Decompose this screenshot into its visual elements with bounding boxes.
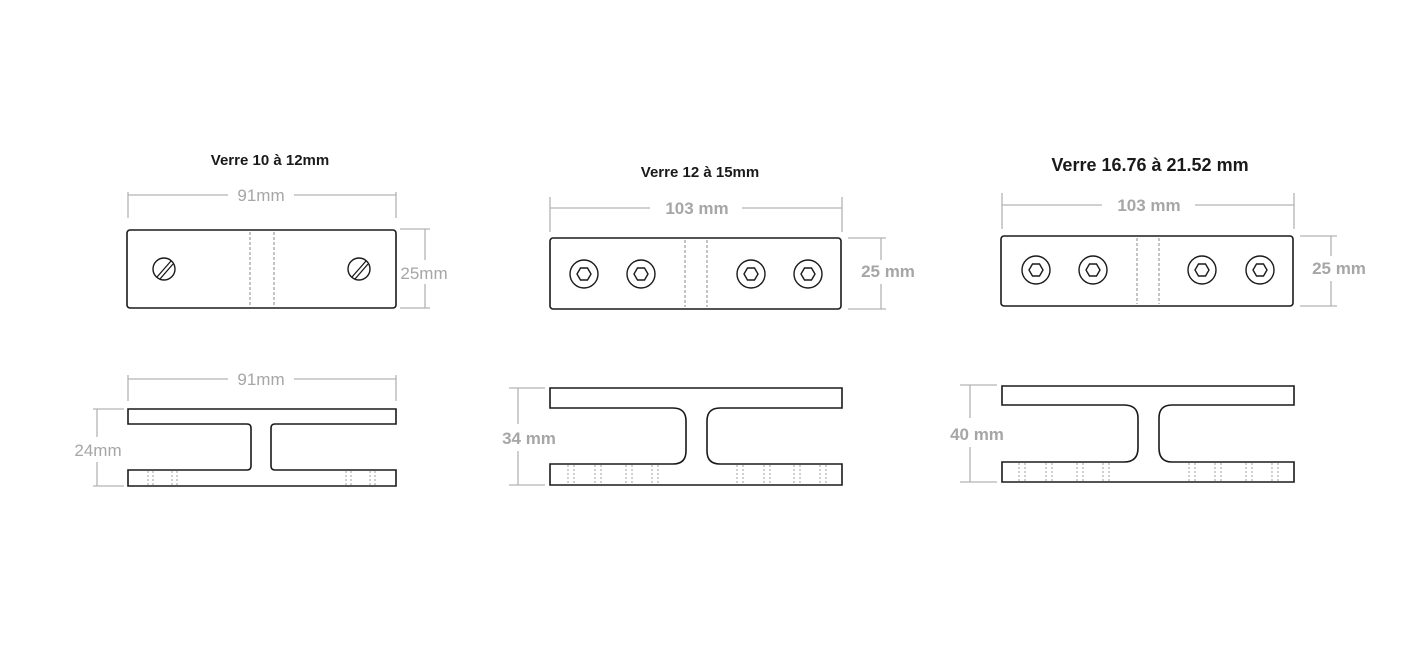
clamp-1-side-height-label: 24mm [74, 441, 121, 460]
hex-socket-screw-icon [569, 259, 599, 289]
hex-socket-screw-icon [793, 259, 823, 289]
clamp-3-top-height-label: 25 mm [1312, 259, 1366, 278]
clamp-1-top-width-label: 91mm [237, 186, 284, 205]
clamp-1-top-height-label: 25mm [400, 264, 447, 283]
clamp-1-title: Verre 10 à 12mm [210, 152, 330, 169]
slotted-screw-icon [347, 257, 371, 281]
hex-socket-screw-icon [1245, 255, 1275, 285]
clamp-2-side-height-label: 34 mm [502, 429, 556, 448]
hex-socket-screw-icon [1187, 255, 1217, 285]
clamp-1-top-view: 91mm 25mm [126, 186, 448, 309]
clamp-1-side-view: 91mm 24mm [74, 370, 397, 487]
clamp-3-side-view: 40 mm [950, 384, 1295, 483]
clamp-2-top-height-label: 25 mm [861, 262, 915, 281]
clamp-2-title: Verre 12 à 15mm [640, 164, 760, 181]
clamp-3-top-view: 103 mm 25 mm [1000, 193, 1366, 307]
hex-socket-screw-icon [1021, 255, 1051, 285]
clamp-2-side-view: 34 mm [502, 387, 843, 486]
clamp-2-top-width-label: 103 mm [665, 199, 728, 218]
clamp-3-top-width-label: 103 mm [1117, 196, 1180, 215]
clamp-3-title: Verre 16.76 à 21.52 mm [1051, 155, 1249, 175]
clamp-1-side-width-label: 91mm [237, 370, 284, 389]
hex-socket-screw-icon [736, 259, 766, 289]
clamp-2-top-view: 103 mm 25 mm [549, 197, 915, 310]
hex-socket-screw-icon [626, 259, 656, 289]
slotted-screw-icon [152, 257, 176, 281]
hex-socket-screw-icon [1078, 255, 1108, 285]
clamp-3-side-height-label: 40 mm [950, 425, 1004, 444]
